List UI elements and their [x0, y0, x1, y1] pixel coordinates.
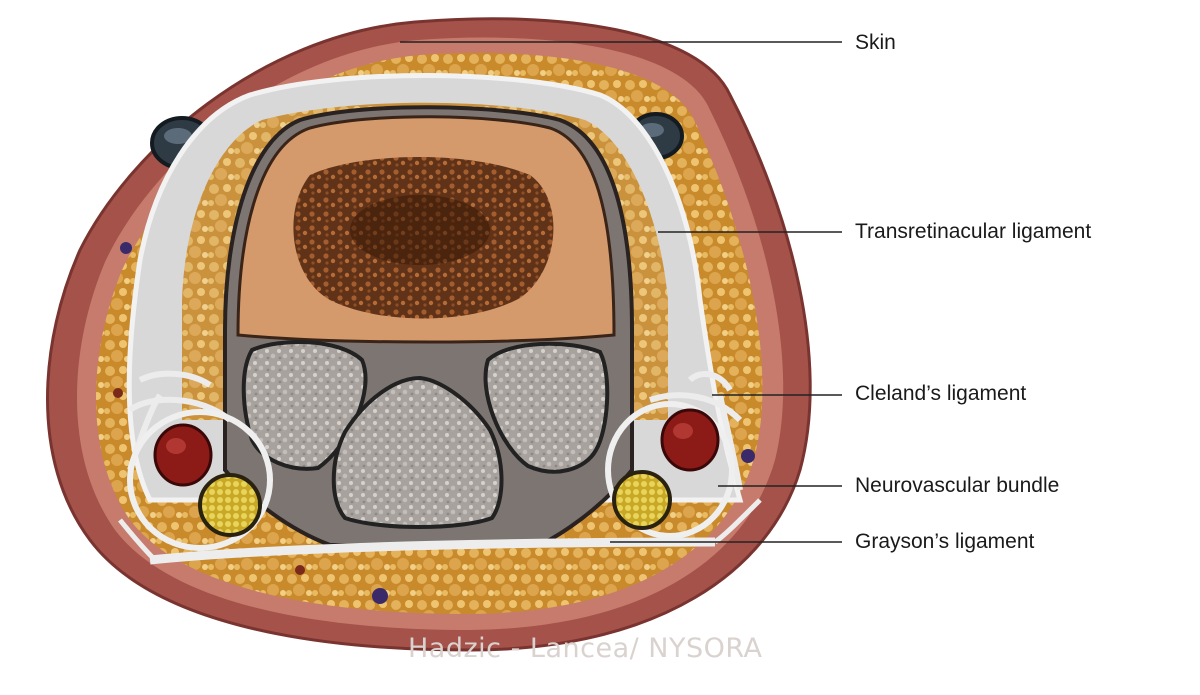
label-transretinacular-ligament: Transretinacular ligament [855, 220, 1092, 243]
label-skin: Skin [855, 31, 896, 54]
flexor-tendon-center [331, 375, 504, 529]
cleland-ligament-right [649, 371, 743, 491]
digital-nerve-right [612, 470, 672, 530]
digital-artery-left [153, 423, 213, 487]
digital-artery-right [660, 408, 720, 472]
digital-nerve-left [198, 473, 262, 537]
flexor-tendon-right [483, 341, 610, 474]
label-cleland-ligament: Cleland’s ligament [855, 382, 1027, 405]
flexor-tendon-left [241, 339, 368, 471]
credit-watermark: Hadzic - Lancea/ NYSORA [408, 633, 763, 664]
label-grayson-ligament: Grayson’s ligament [855, 530, 1035, 553]
label-neurovascular-bundle: Neurovascular bundle [855, 474, 1060, 497]
